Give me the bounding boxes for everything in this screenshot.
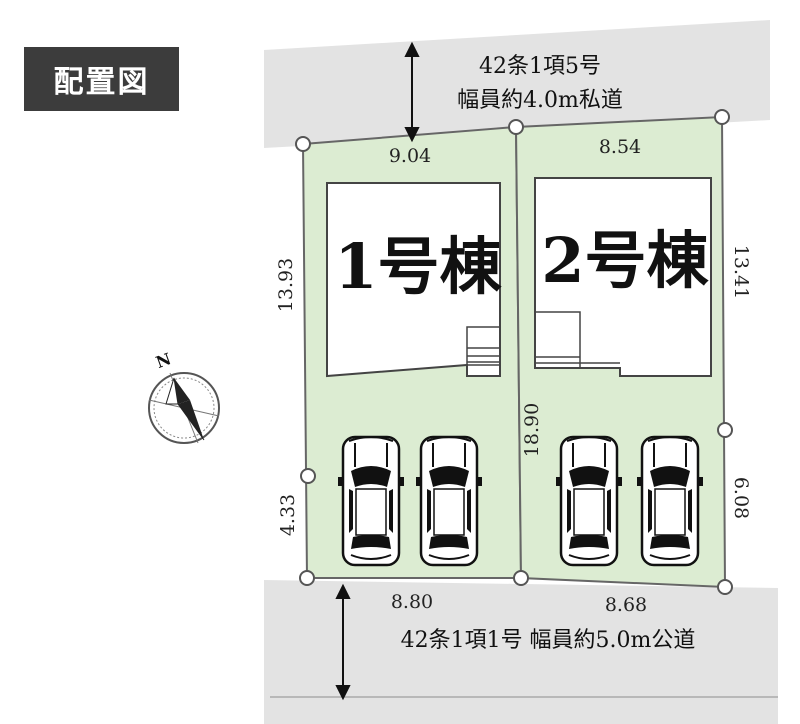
building-1-label: 1号棟 [334, 230, 502, 303]
south-road-width-arrow [335, 583, 351, 701]
compass-north-label: N [153, 349, 173, 372]
boundary-marker-icon [714, 109, 730, 125]
boundary-marker-icon [717, 579, 733, 595]
north-road [264, 20, 770, 148]
boundary-marker-icon [513, 570, 529, 586]
dim-north-left: 9.04 [389, 145, 431, 167]
title-badge: 配置図 [24, 47, 179, 111]
boundary-marker-icon [299, 570, 315, 586]
boundary-marker-icon [508, 119, 524, 135]
building-2-label: 2号棟 [541, 224, 709, 297]
dim-west-upper: 13.93 [275, 258, 297, 312]
north-road-width-arrow [404, 41, 420, 143]
building-2-steps [534, 311, 620, 369]
dim-east-lower: 6.08 [730, 477, 752, 519]
dim-west-lower: 4.33 [277, 494, 299, 536]
boundary-marker-icon [295, 136, 311, 152]
boundary-marker-icon [717, 422, 733, 438]
building-1-footprint [326, 182, 501, 378]
title-badge-label: 配置図 [53, 65, 150, 100]
dim-middle: 18.90 [521, 403, 543, 457]
dim-south-right: 8.68 [605, 594, 647, 616]
building-1-steps [466, 326, 501, 366]
north-road-label-line1: 42条1項5号 [479, 54, 601, 79]
south-road [264, 580, 778, 724]
south-road-label: 42条1項1号 幅員約5.0m公道 [401, 628, 696, 653]
compass-rose-icon [148, 372, 220, 444]
car-icon [336, 435, 406, 567]
dim-south-left: 8.80 [391, 591, 433, 613]
boundary-marker-icon [300, 468, 316, 484]
dim-north-right: 8.54 [599, 136, 641, 158]
car-icon [414, 435, 484, 567]
car-icon [554, 435, 624, 567]
dim-east-upper: 13.41 [730, 245, 752, 299]
north-road-label-line2: 幅員約4.0m私道 [457, 88, 623, 113]
car-icon [635, 435, 705, 567]
